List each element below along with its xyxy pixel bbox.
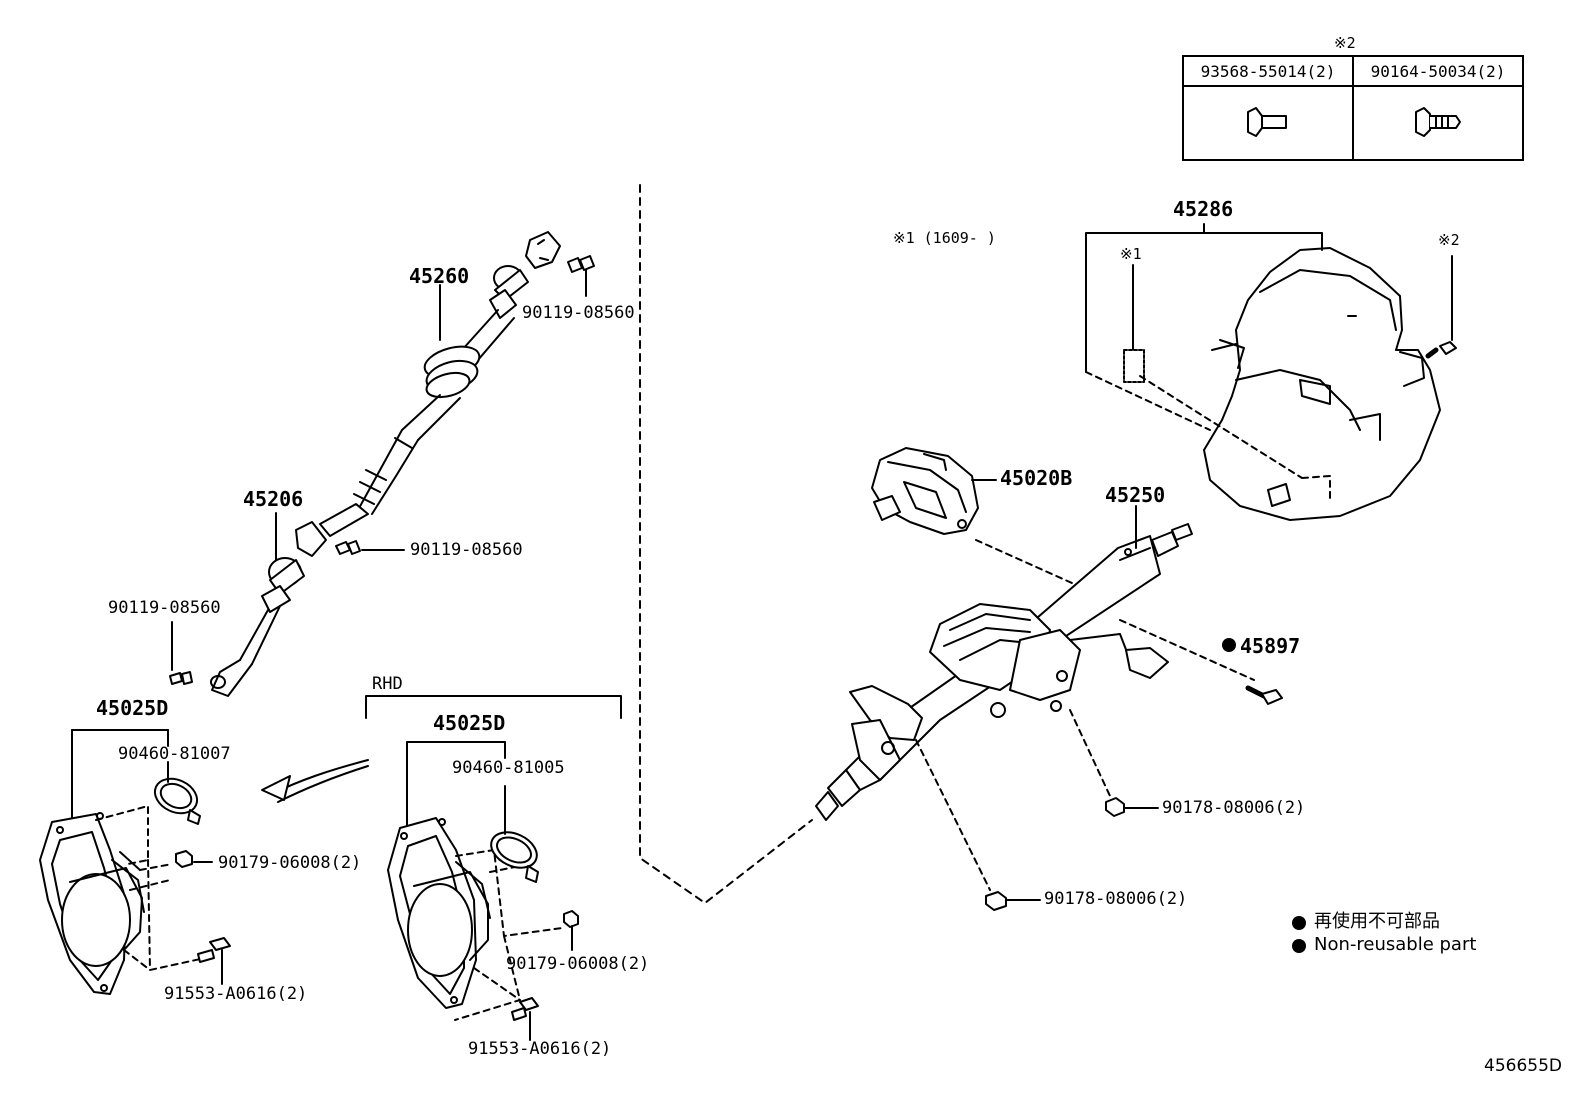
lower-shaft-45206 — [210, 521, 327, 697]
fastener-table: 93568-55014(2) 90164-50034(2) — [1182, 55, 1524, 161]
label-mark1: ※1 — [1120, 245, 1142, 263]
bolt-91553-right — [511, 997, 539, 1021]
label-45260: 45260 — [409, 264, 470, 288]
fastener-image-1 — [1182, 85, 1354, 161]
label-90119-upper: 90119-08560 — [522, 303, 635, 323]
label-45286: 45286 — [1173, 197, 1234, 221]
bolt-90119-upper — [567, 255, 595, 273]
label-mark2: ※2 — [1438, 231, 1460, 249]
label-45025D-right: 45025D — [433, 711, 506, 735]
fastener-image-2 — [1352, 85, 1524, 161]
legend-line-ja: 再使用不可部品 — [1314, 911, 1440, 932]
bolt-45897 — [1245, 685, 1283, 705]
label-90178-a: 90178-08006(2) — [1162, 798, 1306, 818]
figure-id: 456655D — [1484, 1056, 1562, 1076]
label-91553-right: 91553-A0616(2) — [468, 1039, 612, 1059]
nut-90179-left — [175, 850, 193, 868]
screw-mark2 — [1425, 341, 1457, 359]
dashed-guide-left — [95, 805, 206, 971]
dust-boot-45025D-right — [387, 817, 491, 1009]
fastener-mark2: ※2 — [1334, 34, 1356, 52]
label-90119-left: 90119-08560 — [108, 598, 221, 618]
label-45206: 45206 — [243, 487, 304, 511]
dust-boot-45025D-left — [39, 812, 145, 995]
label-90119-mid: 90119-08560 — [410, 540, 523, 560]
label-sticker-mark1 — [1123, 349, 1145, 383]
steering-column-45250 — [815, 523, 1193, 821]
non-reusable-marker-45897 — [1222, 638, 1236, 652]
legend-line-en: Non-reusable part — [1314, 934, 1477, 955]
label-91553-left: 91553-A0616(2) — [164, 984, 308, 1004]
label-90460-81007: 90460-81007 — [118, 744, 231, 764]
clamp-90460-81007 — [153, 777, 201, 825]
fastener-part-2: 90164-50034(2) — [1352, 55, 1524, 87]
label-90178-b: 90178-08006(2) — [1044, 889, 1188, 909]
label-45025D-left: 45025D — [96, 696, 169, 720]
nut-90178-b — [985, 891, 1007, 911]
clamp-90460-81005 — [490, 831, 539, 883]
rhd-arrowhead — [261, 775, 291, 801]
label-45020B: 45020B — [1000, 466, 1073, 490]
label-rhd: RHD — [372, 674, 403, 694]
label-90179-right: 90179-06008(2) — [506, 954, 650, 974]
dashed-guide-right — [454, 849, 563, 1021]
legend-bullet-1 — [1292, 916, 1306, 930]
dashed-divider — [639, 184, 813, 904]
dashed-lock-to-column — [975, 539, 1093, 593]
label-45897: 45897 — [1240, 634, 1301, 658]
nut-90179-right — [563, 910, 579, 928]
intermediate-shaft-45260 — [319, 231, 561, 537]
label-90460-81005: 90460-81005 — [452, 758, 565, 778]
dashed-45897 — [1119, 619, 1255, 681]
bolt-90119-left — [169, 671, 193, 685]
label-45250: 45250 — [1105, 483, 1166, 507]
nut-90178-a — [1105, 797, 1125, 817]
fastener-part-1: 93568-55014(2) — [1182, 55, 1354, 87]
bolt-91553-left — [197, 937, 231, 963]
column-cover-45286 — [1203, 247, 1441, 521]
note-mark1-date: ※1 (1609- ) — [893, 229, 996, 247]
steering-lock-45020B — [871, 447, 979, 535]
bolt-90119-mid — [335, 540, 361, 555]
label-90179-left: 90179-06008(2) — [218, 853, 362, 873]
rhd-bracket — [365, 695, 622, 719]
legend-bullet-2 — [1292, 939, 1306, 953]
